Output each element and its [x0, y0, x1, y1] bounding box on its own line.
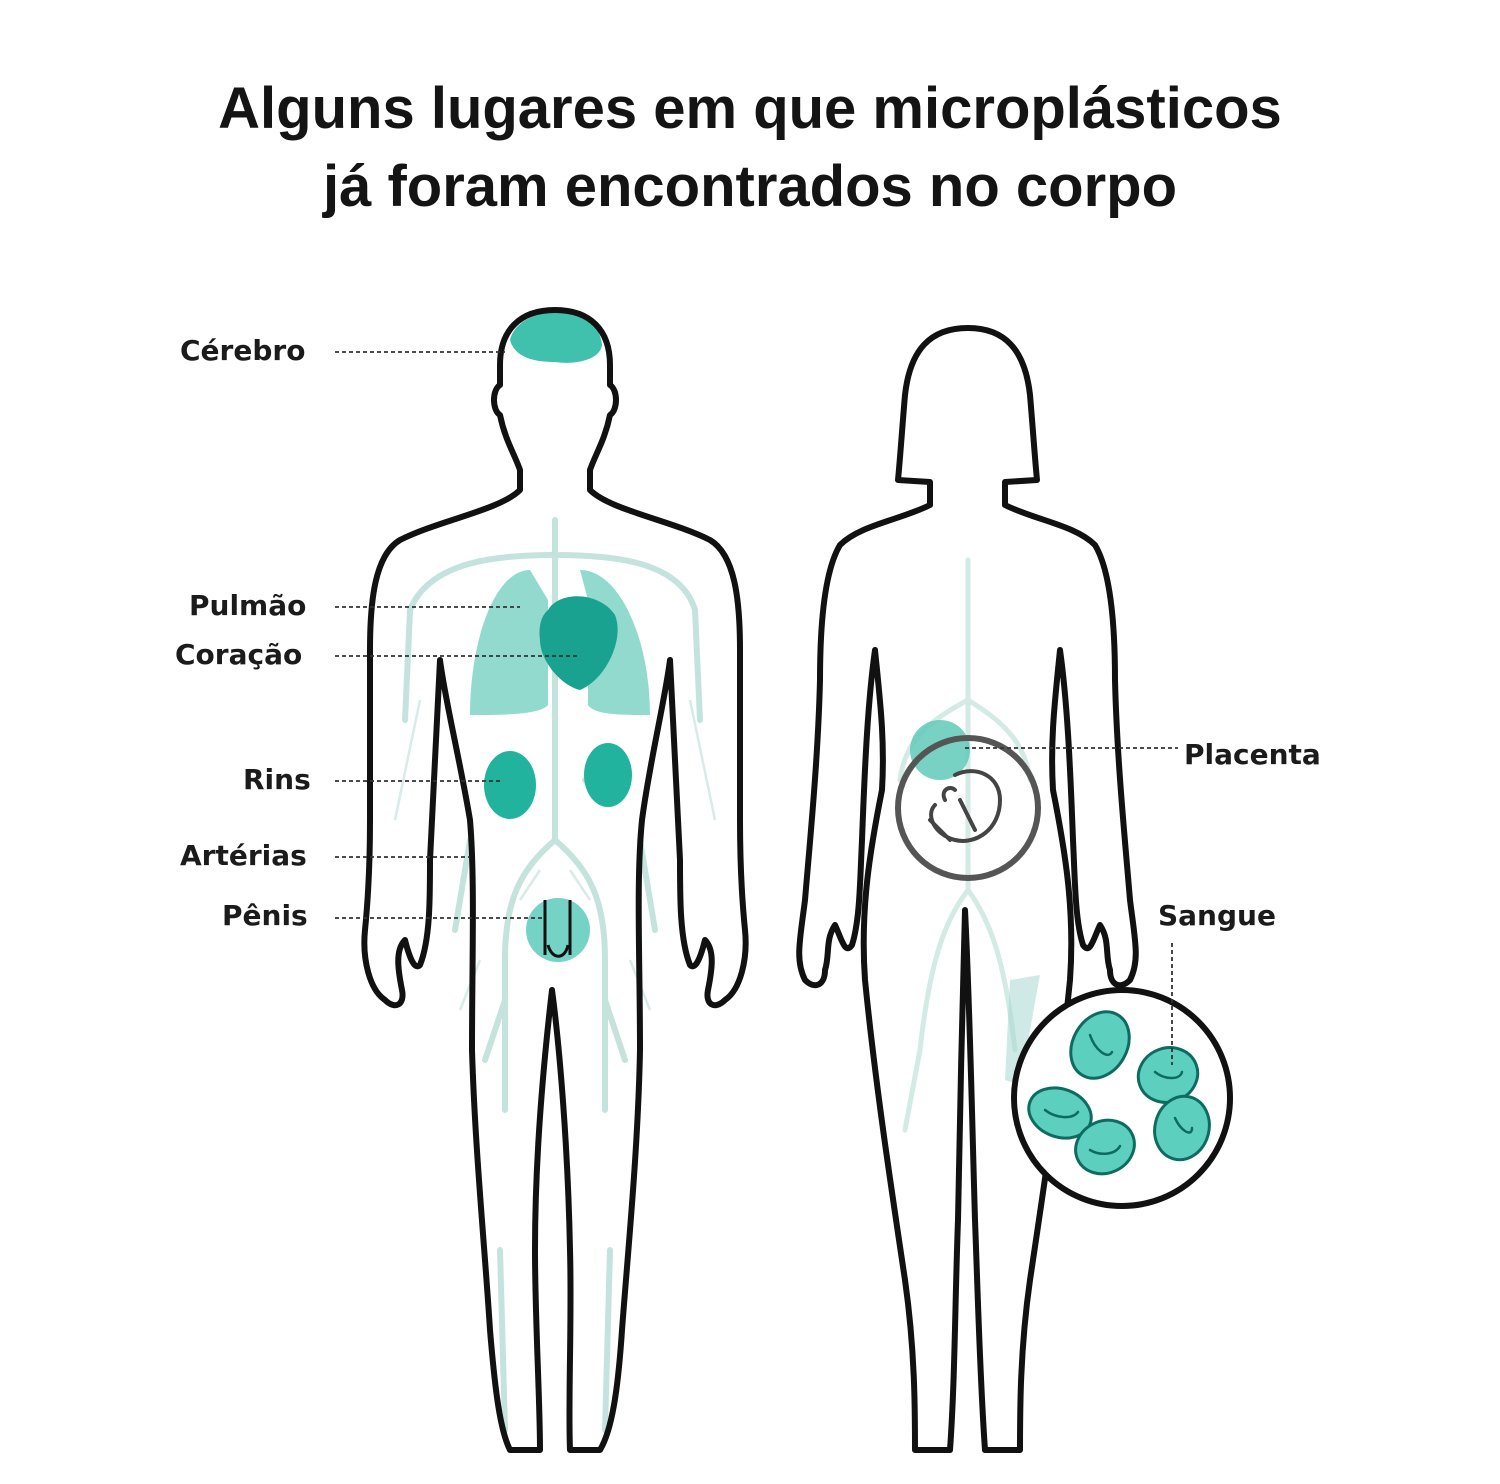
- fetus-icon: [928, 769, 1003, 843]
- female-figure: [796, 325, 1233, 1453]
- male-figure: [361, 307, 749, 1453]
- label-arterias: Artérias: [180, 839, 307, 872]
- label-rins: Rins: [243, 763, 311, 796]
- brain: [510, 311, 602, 363]
- male-outline: [361, 307, 749, 1453]
- label-penis: Pênis: [222, 899, 308, 932]
- label-sangue: Sangue: [1158, 899, 1276, 932]
- blood-cell: [1074, 1118, 1136, 1176]
- heart: [539, 596, 618, 690]
- blood-cells: [1027, 1010, 1211, 1176]
- label-placenta: Placenta: [1184, 738, 1321, 771]
- label-cerebro: Cérebro: [180, 334, 306, 367]
- diagram-title: Alguns lugares em que microplásticos já …: [0, 70, 1500, 226]
- female-outline: [796, 325, 1139, 1453]
- title-line-1: Alguns lugares em que microplásticos: [218, 76, 1282, 141]
- uterus-ring: [895, 735, 1041, 881]
- placenta: [910, 720, 970, 780]
- leader-lines: [335, 351, 1178, 1065]
- penis-region: [526, 898, 590, 962]
- blood-cell: [1069, 1010, 1131, 1080]
- magnifier-connector: [1005, 975, 1040, 1085]
- kidney-right: [584, 743, 632, 807]
- label-pulmao: Pulmão: [189, 589, 307, 622]
- label-coracao: Coração: [175, 638, 303, 671]
- kidney-left: [484, 751, 536, 819]
- title-line-2: já foram encontrados no corpo: [323, 154, 1177, 219]
